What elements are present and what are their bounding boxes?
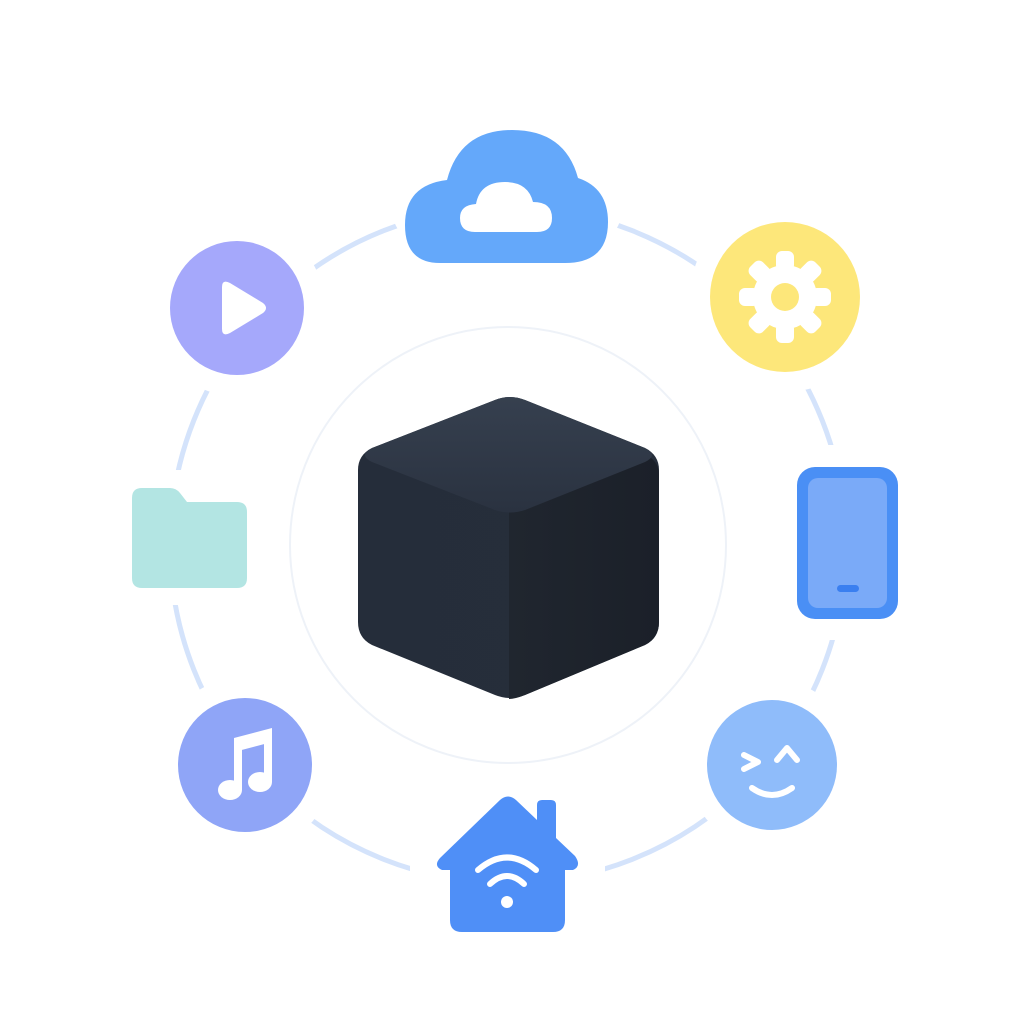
music-note-icon xyxy=(178,698,312,832)
cloud-icon xyxy=(405,130,608,263)
cube-icon xyxy=(358,397,659,699)
smiley-face-icon xyxy=(707,700,837,830)
smart-home-wifi-icon xyxy=(436,796,579,932)
play-icon xyxy=(170,241,304,375)
gear-icon xyxy=(710,222,860,372)
smartphone-icon xyxy=(797,467,898,619)
folder-icon xyxy=(132,488,247,588)
